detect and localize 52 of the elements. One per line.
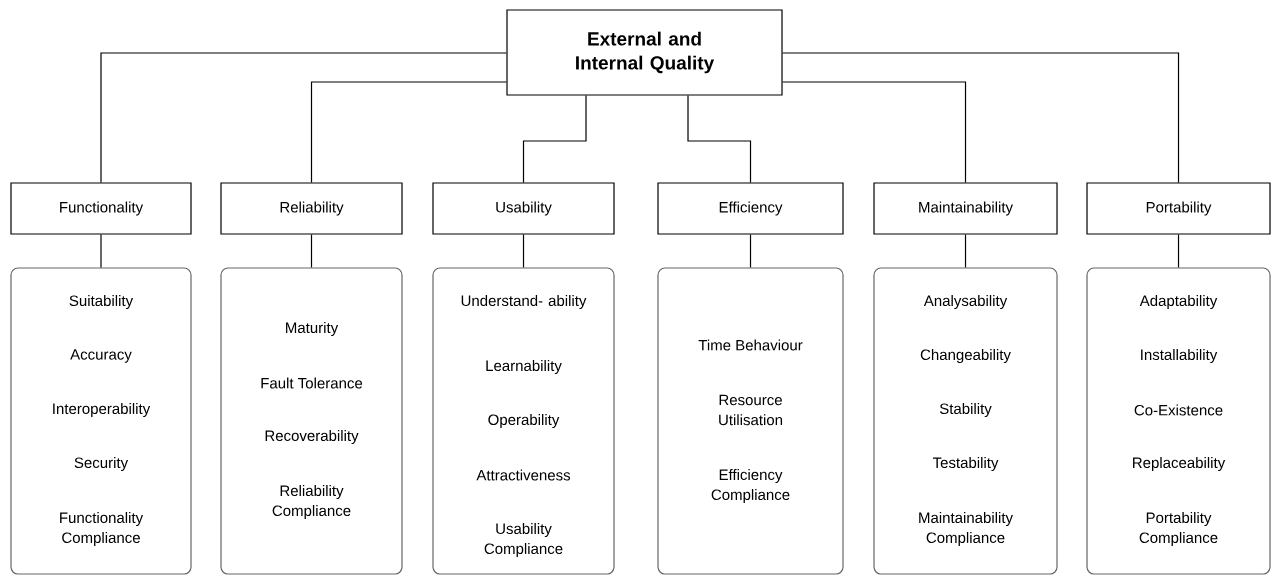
attribute-label: Replaceability xyxy=(1133,457,1226,471)
connector-line xyxy=(100,234,102,268)
attribute-label: Recoverability xyxy=(265,430,359,444)
connector-line xyxy=(522,95,587,183)
attribute-label: Testability xyxy=(932,457,999,471)
attribute-box xyxy=(873,267,1058,575)
attribute-label: Maturity xyxy=(286,322,339,336)
attribute-label: Portability Compliance xyxy=(1139,512,1218,546)
connector-line xyxy=(522,234,525,268)
quality-box: External and Internal Quality xyxy=(506,9,783,96)
connector-line xyxy=(687,95,752,183)
attribute-label: Maintainability Compliance xyxy=(919,512,1013,546)
attribute-label: Reliability Compliance xyxy=(272,485,351,519)
attribute-label: Functionality Compliance xyxy=(60,512,144,546)
connector-line xyxy=(100,52,507,183)
connector-line xyxy=(964,234,967,268)
attribute-label: Analysability xyxy=(923,295,1008,309)
attribute-label: Usability Compliance xyxy=(484,523,563,557)
attribute-label: Understand- ability xyxy=(461,295,587,309)
category-box: Portability xyxy=(1086,182,1271,235)
attribute-label: Security xyxy=(74,457,129,471)
attribute-label: Suitability xyxy=(69,295,134,309)
attribute-box xyxy=(657,267,844,575)
connector-line xyxy=(749,234,752,268)
connector-line xyxy=(1177,234,1180,268)
attribute-label: Attractiveness xyxy=(476,469,571,481)
attribute-label: Stability xyxy=(939,403,992,417)
attribute-label: Time Behaviour xyxy=(698,339,803,351)
attribute-label: Resource Utilisation xyxy=(719,394,783,426)
attribute-box xyxy=(1086,267,1271,575)
attribute-label: Efficiency Compliance xyxy=(711,469,790,503)
connector-line xyxy=(782,81,967,183)
attribute-box xyxy=(10,267,192,575)
attribute-label: Interoperability xyxy=(53,403,151,417)
connector-line xyxy=(310,234,313,268)
attribute-label: Fault Tolerance xyxy=(261,377,363,389)
attribute-label: Co-Existence xyxy=(1134,404,1223,416)
attribute-label: Accuracy xyxy=(70,349,132,363)
attribute-box xyxy=(220,267,403,575)
category-box: Reliability xyxy=(220,182,403,235)
category-box: Usability xyxy=(432,182,615,235)
attribute-label: Operability xyxy=(488,414,560,428)
attribute-label: Changeability xyxy=(920,349,1011,363)
attribute-label: Installability xyxy=(1141,349,1218,363)
category-box: Maintainability xyxy=(873,182,1058,235)
attribute-label: Adaptability xyxy=(1139,295,1218,309)
category-box: Efficiency xyxy=(657,182,844,235)
attribute-box xyxy=(432,267,615,575)
connector-line xyxy=(782,52,1180,183)
connector-line xyxy=(310,81,507,183)
attribute-label: Learnability xyxy=(486,360,562,374)
category-box: Functionality xyxy=(10,182,192,235)
